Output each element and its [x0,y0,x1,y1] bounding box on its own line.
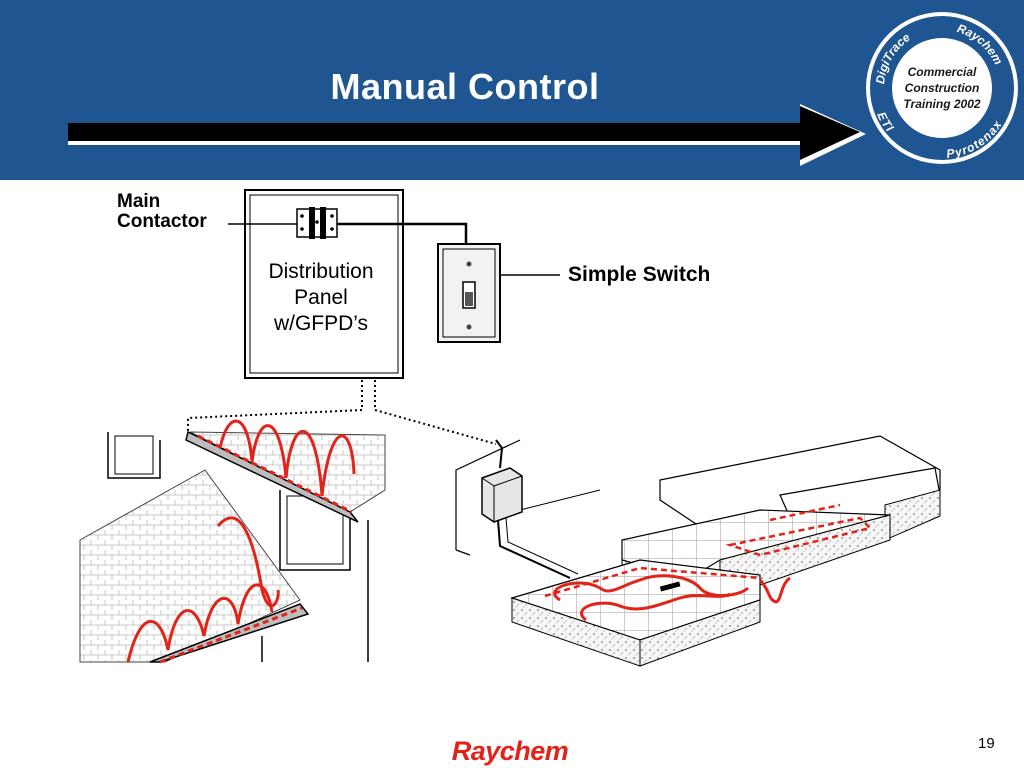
feeder-to-slab [374,380,497,445]
raychem-logo: Raychem [451,736,569,766]
house-walls [107,432,369,662]
middle-slab [621,503,891,597]
upper-roof [185,419,386,523]
main-contactor-label: Main Contactor [117,192,207,232]
title-arrow [68,104,866,166]
header-band [0,0,1024,180]
feeder-to-roof [187,380,363,432]
simple-switch [437,243,501,343]
training-badge-logo: DigiTrace Raychem ETI Pyrotenax Commerci… [866,12,1018,164]
simple-switch-label: Simple Switch [568,263,711,286]
building-wall [455,439,601,556]
badge-line-commercial: Commercial [908,65,977,79]
front-slab [509,559,791,667]
distribution-panel-label: Distribution Panel w/GFPD’s [246,259,396,337]
main-contactor [296,207,338,239]
junction-box [481,439,579,579]
badge-line-training: Training 2002 [903,97,980,111]
switch-wire [337,222,468,246]
main-contactor-line-1: Main [117,191,161,212]
panel-line-1: Distribution [268,260,374,283]
main-contactor-line-2: Contactor [117,211,207,232]
lower-roof [79,469,310,664]
panel-line-3: w/GFPD’s [273,312,369,335]
badge-line-construction: Construction [905,81,980,95]
slide-number: 19 [978,735,995,752]
panel-line-2: Panel [294,286,348,309]
slide-title: Manual Control [330,66,600,107]
heating-control-diagram [79,189,941,667]
